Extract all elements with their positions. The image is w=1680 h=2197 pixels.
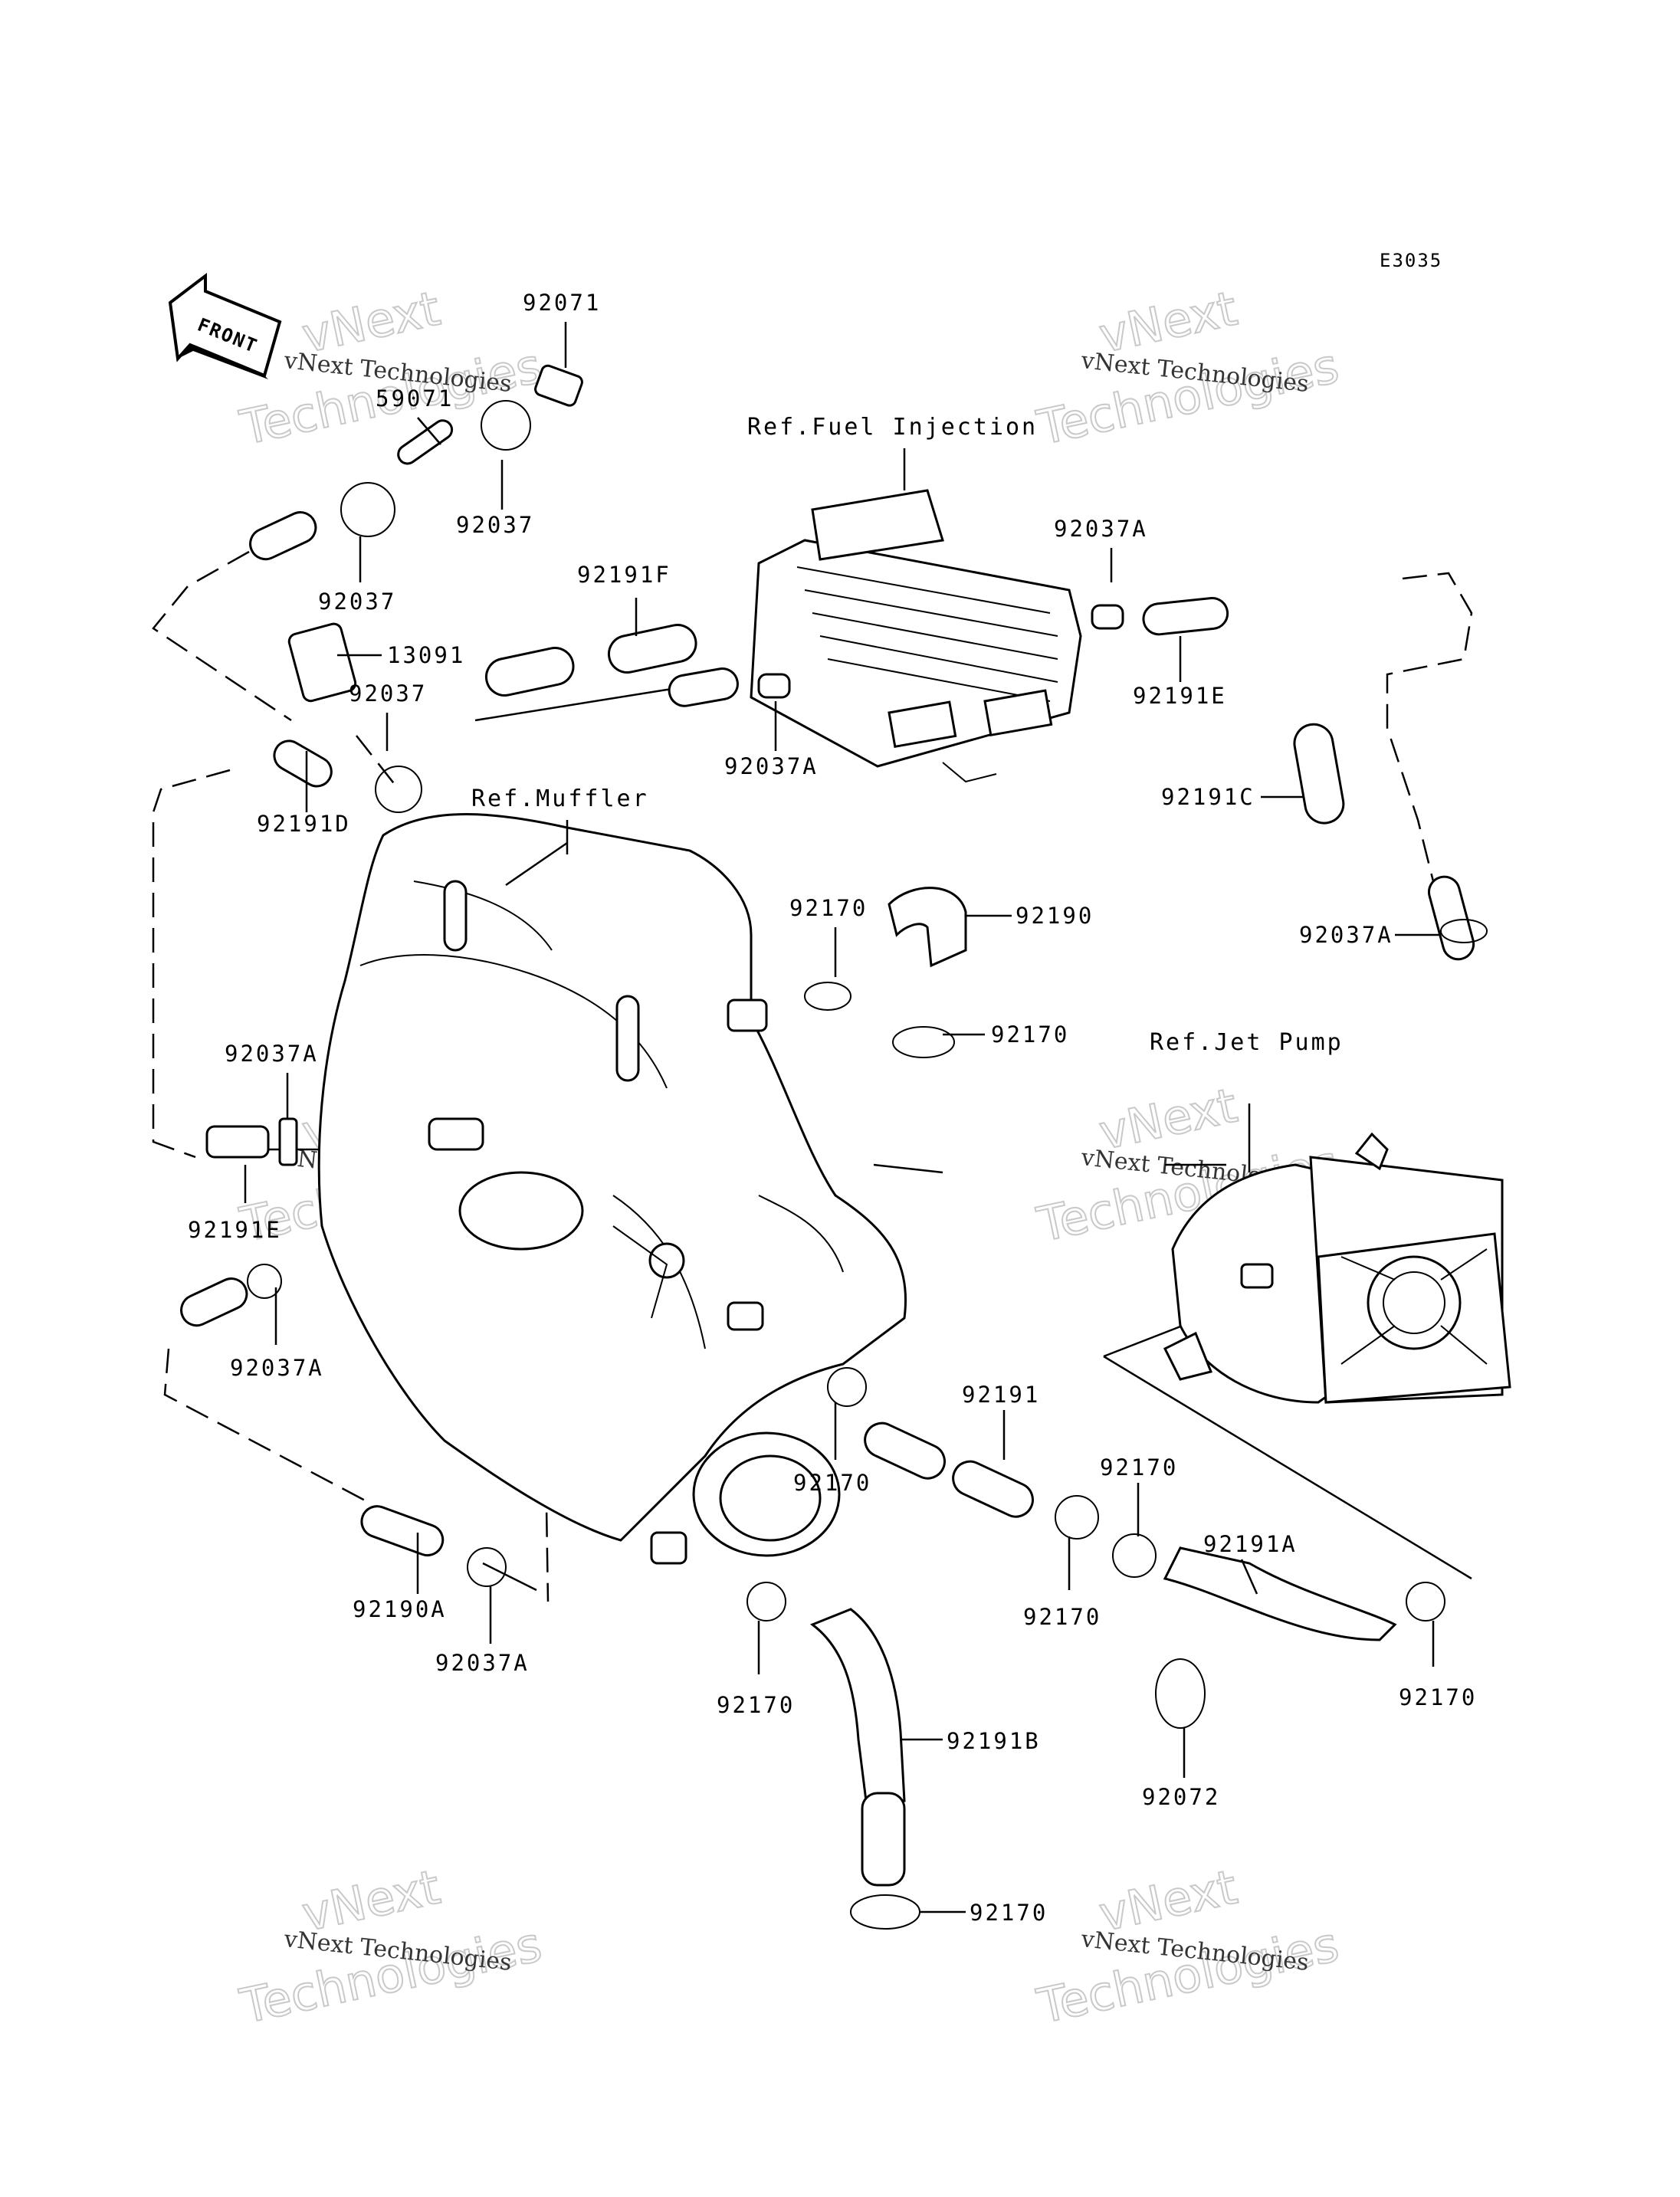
part-label-92170: 92170 <box>1023 1604 1101 1630</box>
muffler-assembly <box>317 813 907 1565</box>
part-label-92190A: 92190A <box>353 1596 447 1622</box>
parts-small <box>180 364 1488 1930</box>
watermark-brand-bottom: Technologies <box>1032 1916 1344 2034</box>
part-label-92170: 92170 <box>1399 1684 1477 1710</box>
watermark-brand-bottom: Technologies <box>235 1916 546 2034</box>
jet-pump-assembly <box>1163 1132 1511 1404</box>
connector-line-jetpump <box>1103 1355 1472 1580</box>
watermark-top-left: vNext Technologies vNext Technologies <box>235 280 547 457</box>
ref-fuel-injection-label: Ref.Fuel Injection <box>747 414 1038 441</box>
part-label-92037A: 92037A <box>435 1650 530 1676</box>
part-label-92191A: 92191A <box>1203 1531 1298 1557</box>
part-label-92190: 92190 <box>1016 903 1094 929</box>
ref-muffler-label: Ref.Muffler <box>471 785 649 812</box>
part-label-92170: 92170 <box>991 1021 1069 1048</box>
part-label-92191: 92191 <box>962 1382 1040 1408</box>
part-label-92037A: 92037A <box>230 1355 324 1381</box>
watermark-brand-bottom: Technologies <box>1032 337 1344 455</box>
part-label-92191E: 92191E <box>1133 683 1227 709</box>
part-label-92170: 92170 <box>789 895 868 921</box>
ecu-fuel-injection-unit <box>750 489 1082 783</box>
watermark-bottom-right: vNext Technologies vNext Technologies <box>1032 1858 1344 2035</box>
leader-lines <box>244 322 1441 1913</box>
watermark-bottom-left: vNext Technologies vNext Technologies <box>235 1858 547 2035</box>
part-label-92037A: 92037A <box>1054 516 1148 542</box>
part-label-92037A: 92037A <box>724 753 819 779</box>
part-label-92191B: 92191B <box>947 1728 1041 1754</box>
part-label-92072: 92072 <box>1142 1784 1220 1810</box>
diagram-code: E3035 <box>1380 250 1442 271</box>
part-label-92037: 92037 <box>349 680 427 707</box>
part-label-92037A: 92037A <box>1299 922 1393 948</box>
part-label-92037: 92037 <box>456 512 534 538</box>
part-label-92191D: 92191D <box>257 811 351 837</box>
part-label-92037A: 92037A <box>225 1041 319 1067</box>
ref-jet-pump-label: Ref.Jet Pump <box>1150 1029 1344 1056</box>
part-label-92170: 92170 <box>793 1470 871 1496</box>
watermark-top-right: vNext Technologies vNext Technologies <box>1032 280 1344 457</box>
part-label-92170: 92170 <box>717 1692 795 1718</box>
part-label-92170: 92170 <box>970 1900 1048 1926</box>
part-label-92071: 92071 <box>523 290 601 316</box>
part-label-92037: 92037 <box>318 589 396 615</box>
part-label-92170: 92170 <box>1100 1454 1178 1481</box>
part-label-59071: 59071 <box>376 385 454 412</box>
part-label-13091: 13091 <box>387 642 465 668</box>
part-label-92191C: 92191C <box>1161 784 1255 810</box>
part-label-92191E: 92191E <box>188 1217 282 1243</box>
part-label-92191F: 92191F <box>577 562 671 588</box>
connector-line-lower <box>482 1562 537 1592</box>
front-arrow-icon: FRONT <box>168 272 282 379</box>
